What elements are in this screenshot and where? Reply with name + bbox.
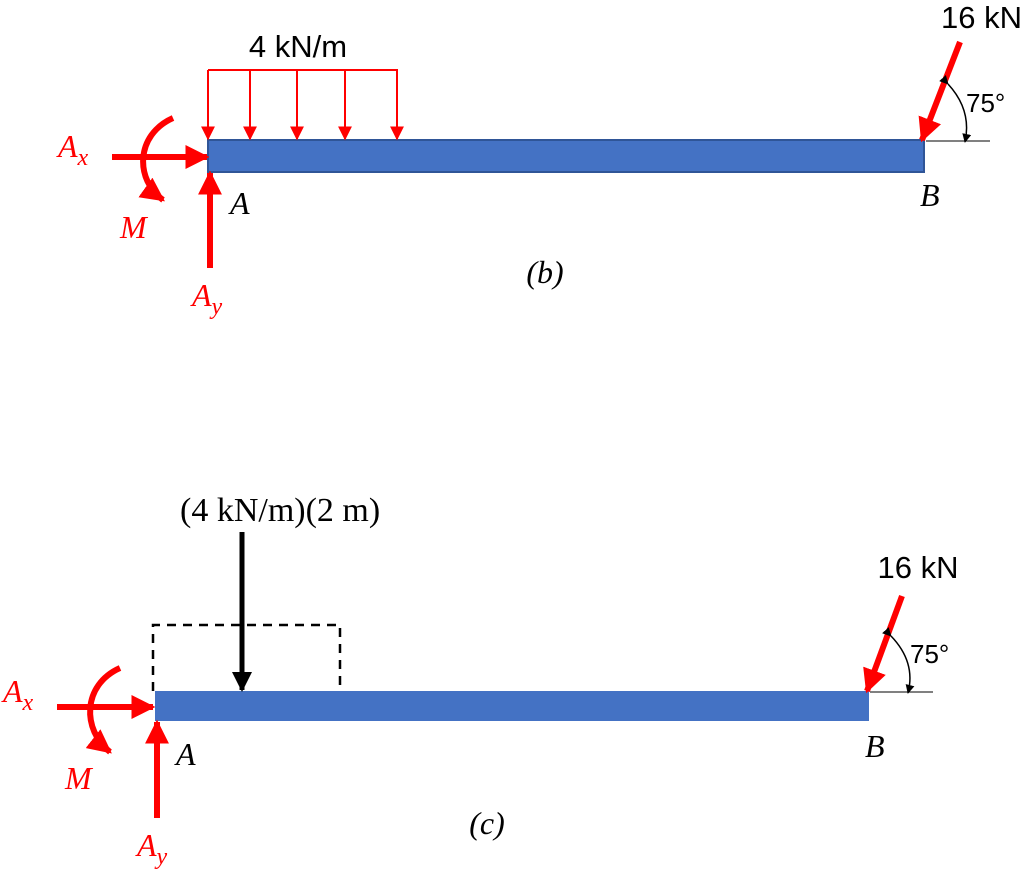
diagram-b: 4 kN/m 16 kN 75° Ax Ay M A B (b) — [56, 0, 1022, 320]
reaction-ax-label-c: Ax — [1, 673, 34, 716]
caption-c: (c) — [469, 805, 505, 841]
beam-c — [155, 691, 869, 721]
angle-arc-c — [882, 627, 915, 694]
point-b-label-b: B — [920, 177, 940, 213]
distributed-load-b — [201, 69, 404, 141]
caption-b: (b) — [526, 254, 563, 290]
point-a-label-c: A — [174, 736, 196, 772]
angle-label-b: 75° — [966, 88, 1005, 118]
dashed-load-region-c — [151, 623, 342, 691]
point-load-label-c: 16 kN — [878, 550, 959, 585]
angle-label-c: 75° — [910, 639, 949, 669]
reaction-ax-label-b: Ax — [56, 128, 89, 171]
distributed-load-label-b: 4 kN/m — [249, 29, 347, 64]
point-a-label-b: A — [228, 185, 250, 221]
resultant-load-label-c: (4 kN/m)(2 m) — [180, 492, 380, 529]
moment-label-b: M — [119, 209, 149, 245]
moment-label-c: M — [64, 760, 94, 796]
beam-b — [207, 139, 925, 173]
moment-arrow-c — [85, 665, 122, 755]
moment-arrow-b — [138, 115, 175, 203]
point-b-label-c: B — [865, 728, 885, 764]
point-load-label-b: 16 kN — [941, 0, 1022, 35]
reaction-ay-label-b: Ay — [190, 277, 223, 320]
angle-arc-b — [939, 74, 972, 143]
reaction-ay-label-c: Ay — [135, 827, 168, 870]
diagram-c: (4 kN/m)(2 m) 16 kN 75° Ax Ay M A B (c) — [1, 492, 958, 870]
